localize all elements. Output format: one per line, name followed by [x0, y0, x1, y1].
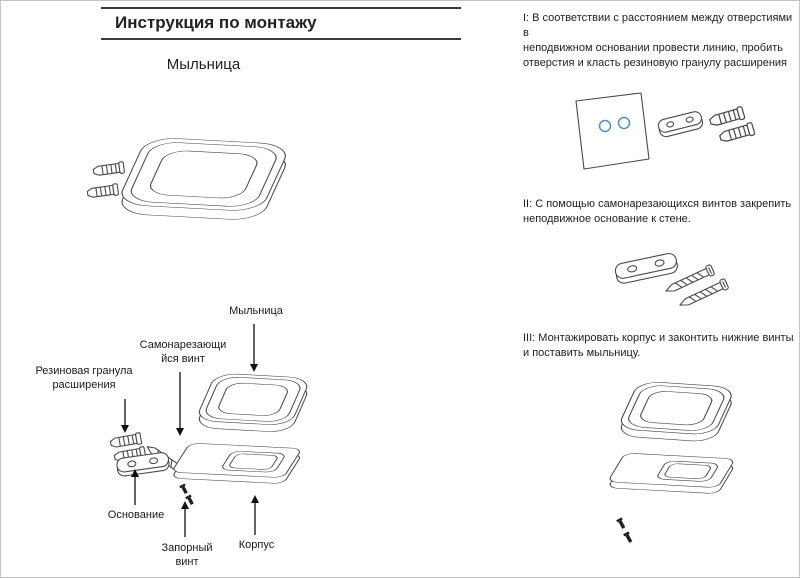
- screw-icon: [665, 264, 715, 292]
- rubber-anchor-icon: [709, 106, 746, 126]
- arrow-down-icon: [176, 372, 184, 436]
- soap-dish-tray: [198, 373, 308, 432]
- locking-screws: [616, 517, 633, 543]
- label-self-tapping-screw: Самонарезающи йся винт: [139, 339, 227, 366]
- arrow-up-icon: [181, 501, 189, 537]
- label-base: Основание: [107, 509, 165, 521]
- drill-hole: [598, 119, 612, 133]
- rubber-anchor-icon: [109, 432, 143, 448]
- mounting-bracket: [614, 252, 678, 284]
- arrow-down-icon: [250, 324, 258, 372]
- step-3-illustration: [609, 382, 734, 543]
- rubber-anchor-icon: [92, 161, 125, 176]
- label-locking-screw: Запорный винт: [161, 542, 213, 569]
- arrow-up-icon: [131, 469, 139, 505]
- assembled-soapdish-illustration: [86, 138, 286, 220]
- step-1-text: I: В соответствии с расстоянием между от…: [523, 12, 793, 69]
- arrow-up-icon: [251, 495, 259, 535]
- label-soap-dish: Мыльница: [229, 305, 283, 317]
- rubber-anchor-icon: [86, 183, 119, 198]
- body-plate: [173, 443, 301, 484]
- step-2-illustration: [614, 252, 729, 306]
- page-title: Инструкция по монтажу: [101, 7, 461, 40]
- mounting-bracket: [116, 452, 170, 477]
- rubber-anchor-icon: [719, 122, 756, 142]
- wall-plate: [575, 92, 650, 170]
- label-body: Корпус: [238, 539, 275, 551]
- drill-hole: [617, 116, 631, 130]
- mounting-bracket: [657, 111, 704, 138]
- product-name: Мыльница: [166, 56, 241, 73]
- label-rubber-granule: Резиновая гранула расширения: [35, 365, 133, 392]
- soap-dish-tray: [121, 138, 286, 220]
- step-2-text: II: С помощью самонарезающихся винтов за…: [523, 198, 792, 225]
- locking-screws: [179, 483, 194, 505]
- step-1-illustration: [575, 92, 756, 170]
- screw-icon: [679, 278, 729, 306]
- exploded-view-illustration: [109, 373, 308, 505]
- body-plate: [609, 453, 734, 494]
- step-3-text: III: Монтажировать корпус и законтить ни…: [523, 332, 794, 359]
- arrow-down-icon: [121, 399, 129, 433]
- soap-dish-tray: [620, 382, 732, 442]
